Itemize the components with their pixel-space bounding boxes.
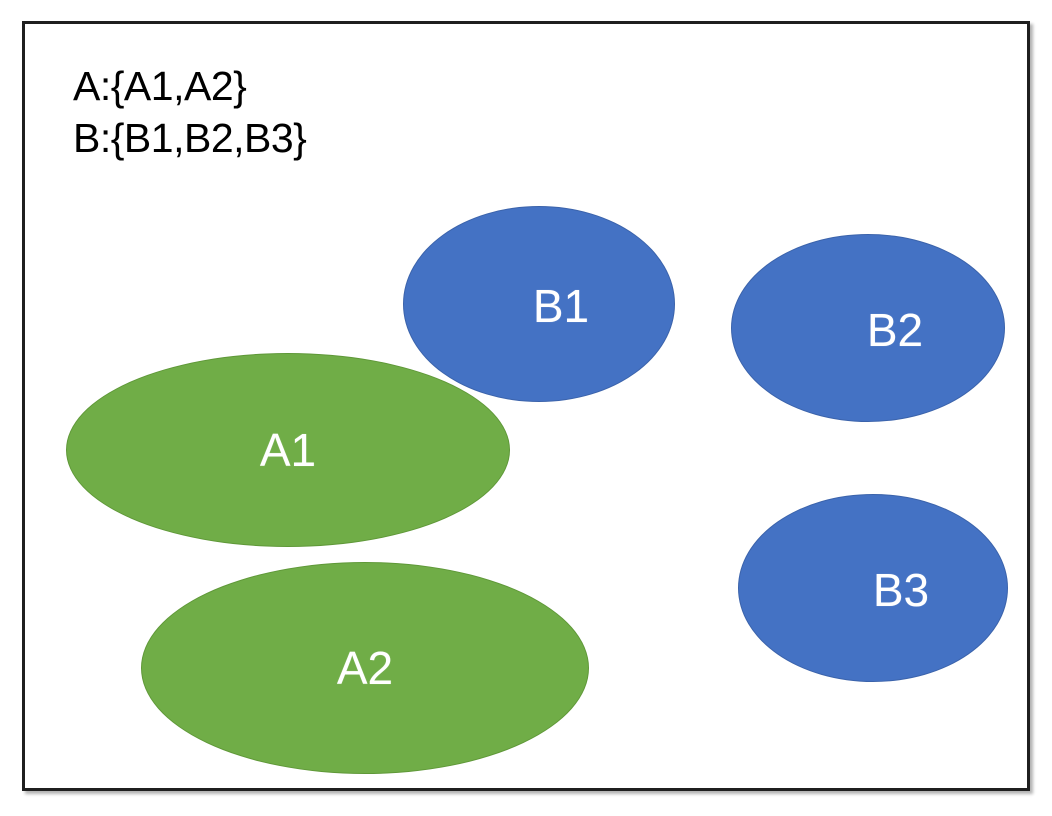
node-ellipse-a2[interactable]: A2 [141,562,589,774]
legend-line-set-a: A:{A1,A2} [73,63,247,109]
node-label-b3: B3 [872,564,930,616]
node-ellipse-b1[interactable]: B1 [403,206,675,402]
node-ellipse-b3[interactable]: B3 [738,494,1008,682]
node-ellipse-b2[interactable]: B2 [731,234,1005,422]
legend-line-set-b: B:{B1,B2,B3} [73,115,307,161]
node-label-a1: A1 [259,424,317,476]
diagram-frame: A:{A1,A2} B:{B1,B2,B3} B1 B2 B3 A1 A2 [22,21,1030,791]
node-ellipse-a1[interactable]: A1 [66,353,510,547]
node-label-a2: A2 [336,642,394,694]
set-definition-legend: A:{A1,A2} B:{B1,B2,B3} [73,60,307,164]
node-label-b2: B2 [866,304,924,356]
node-label-b1: B1 [532,280,590,332]
